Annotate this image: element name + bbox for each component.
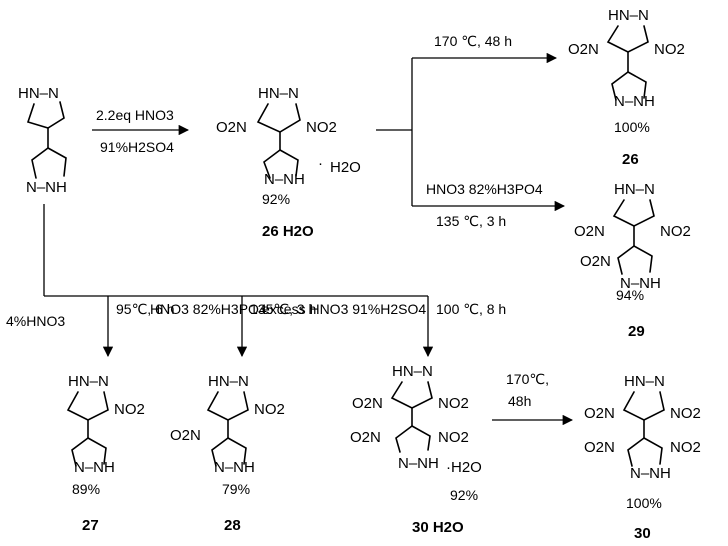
int-yield: 92% — [262, 191, 290, 207]
p27-yield: 89% — [72, 481, 100, 497]
int-no2-left: O2N — [216, 119, 247, 136]
start-bottom-ring-label: N–NH — [26, 179, 67, 196]
p28-yield: 79% — [222, 481, 250, 497]
p30h-no2-tr: NO2 — [438, 395, 469, 412]
p30-top-nh: HN–N — [624, 373, 665, 390]
route30-condition-left: excess HNO3 91%H2SO4 — [262, 301, 426, 317]
p30h-hydrate: ·H2O — [446, 459, 482, 476]
int-bottom-nh: N–NH — [264, 171, 305, 188]
step1-reagent-top: 2.2eq HNO3 — [96, 107, 174, 123]
p30h-no2-br: NO2 — [438, 429, 469, 446]
product-30-hydrate: HN–N O2N NO2 O2N NO2 N–NH ·H2O 92% 30 H2… — [350, 363, 482, 536]
product-26: HN–N O2N NO2 N–NH 100% 26 — [568, 7, 685, 168]
p28-label: 28 — [224, 517, 241, 534]
route28-condition-left: HNO3 82%H3PO4 — [150, 301, 267, 317]
int-compound-label: 26 H2O — [262, 223, 314, 240]
p26-no2-right: NO2 — [654, 41, 685, 58]
p26-bottom-nh: N–NH — [614, 93, 655, 110]
product-29: HN–N O2N NO2 O2N N–NH 94% 29 — [574, 181, 691, 340]
upper-route-condition: 170 ℃, 48 h — [434, 33, 512, 49]
product-28: HN–N NO2 O2N N–NH 79% 28 — [170, 373, 285, 534]
p30-bottom-nh: N–NH — [630, 465, 671, 482]
p30h-top-nh: HN–N — [392, 363, 433, 380]
p27-no2-right: NO2 — [114, 401, 145, 418]
p26-top-nh: HN–N — [608, 7, 649, 24]
intermediate-26-hydrate: HN–N O2N NO2 N–NH · H2O 92% 26 H2O — [216, 85, 361, 240]
int-no2-right: NO2 — [306, 119, 337, 136]
p29-no2-bl: O2N — [580, 253, 611, 270]
p30-no2-tl: O2N — [584, 405, 615, 422]
p29-bottom-nh: N–NH — [620, 275, 661, 292]
p30-label: 30 — [634, 525, 651, 542]
product-27: HN–N NO2 N–NH 89% 27 — [66, 373, 145, 534]
p28-top-nh: HN–N — [208, 373, 249, 390]
p28-no2-right: NO2 — [254, 401, 285, 418]
route30-condition-right: 100 ℃, 8 h — [436, 301, 506, 317]
starting-bipyrazole: HN–N N–NH — [18, 85, 67, 196]
route27-condition-right: 95℃, 6 h — [116, 301, 175, 317]
p26-label: 26 — [622, 151, 639, 168]
p30-no2-br: NO2 — [670, 439, 701, 456]
p29-no2-tr: NO2 — [660, 223, 691, 240]
p30h-no2-tl: O2N — [352, 395, 383, 412]
p29-top-nh: HN–N — [614, 181, 655, 198]
int-hydrate-dot: · — [318, 155, 323, 172]
product-30: HN–N O2N NO2 O2N NO2 N–NH 100% 30 — [584, 373, 701, 542]
middle-route-condition-bottom: 135 ℃, 3 h — [436, 213, 506, 229]
p30h-no2-bl: O2N — [350, 429, 381, 446]
p30h-bottom-nh: N–NH — [398, 455, 439, 472]
p27-label: 27 — [82, 517, 99, 534]
middle-route-condition-top: HNO3 82%H3PO4 — [426, 181, 543, 197]
p27-top-nh: HN–N — [68, 373, 109, 390]
p30h-label: 30 H2O — [412, 519, 464, 536]
final-step-condition-top: 170℃, — [506, 371, 549, 387]
route27-condition-left: 4%HNO3 — [6, 313, 65, 329]
int-top-nh: HN–N — [258, 85, 299, 102]
step1-reagent-bottom: 91%H2SO4 — [100, 139, 174, 155]
p30-yield: 100% — [626, 495, 662, 511]
p27-bottom-nh: N–NH — [74, 459, 115, 476]
p28-bottom-nh: N–NH — [214, 459, 255, 476]
p30h-yield: 92% — [450, 487, 478, 503]
start-top-ring-label: HN–N — [18, 85, 59, 102]
p29-no2-tl: O2N — [574, 223, 605, 240]
p26-no2-left: O2N — [568, 41, 599, 58]
route28-condition-right: 135℃, 3 h — [250, 301, 316, 317]
p30-no2-tr: NO2 — [670, 405, 701, 422]
p29-label: 29 — [628, 323, 645, 340]
int-hydrate: H2O — [330, 159, 361, 176]
p28-no2-left: O2N — [170, 427, 201, 444]
p26-yield: 100% — [614, 119, 650, 135]
p30-no2-bl: O2N — [584, 439, 615, 456]
final-step-condition-bottom: 48h — [508, 393, 531, 409]
p29-yield: 94% — [616, 287, 644, 303]
